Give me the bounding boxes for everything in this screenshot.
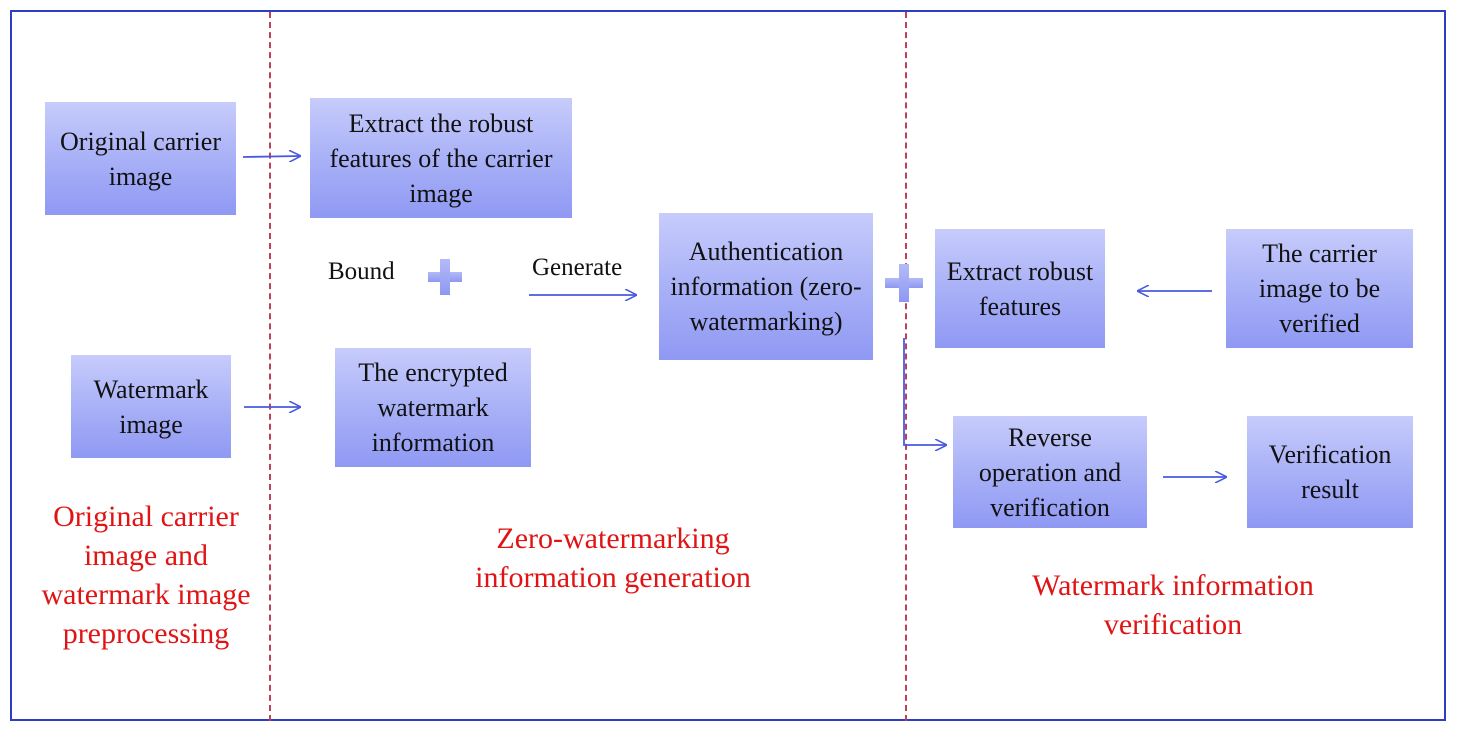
node-label: Extract the robust features of the carri… xyxy=(329,108,553,208)
node-authentication-information: Authentication information (zero-waterma… xyxy=(659,213,873,360)
node-label: Original carrier image xyxy=(60,126,221,191)
node-watermark-image: Watermark image xyxy=(71,355,231,458)
node-label: The carrier image to be verified xyxy=(1258,239,1381,338)
node-encrypted-watermark-information: The encrypted watermark information xyxy=(335,348,531,467)
node-label: Verification result xyxy=(1268,440,1392,504)
node-verification-result: Verification result xyxy=(1247,416,1413,528)
section-label-preprocessing: Original carrier image and watermark ima… xyxy=(41,500,251,650)
plus-icon-bound xyxy=(428,259,462,295)
plus-icon-combine xyxy=(885,264,923,302)
node-extract-robust-features-of-carrier: Extract the robust features of the carri… xyxy=(310,98,572,218)
node-original-carrier-image: Original carrier image xyxy=(45,102,236,215)
node-label: The encrypted watermark information xyxy=(358,358,508,457)
section-divider-right xyxy=(905,12,907,721)
node-label: Authentication information (zero-waterma… xyxy=(670,237,862,336)
section-label-generation: Zero-watermarking information generation xyxy=(475,522,751,594)
section-divider-left xyxy=(269,12,271,721)
arrow-original-to-extract xyxy=(242,156,300,157)
node-label: Reverse operation and verification xyxy=(978,422,1122,522)
node-extract-robust-features: Extract robust features xyxy=(935,229,1105,348)
edge-label-generate: Generate xyxy=(532,254,623,281)
node-reverse-operation-and-verification: Reverse operation and verification xyxy=(953,416,1147,528)
node-label: Extract robust features xyxy=(946,256,1094,321)
node-label: Watermark image xyxy=(93,374,209,439)
edge-label-bound: Bound xyxy=(328,258,395,285)
node-carrier-image-to-be-verified: The carrier image to be verified xyxy=(1226,229,1413,348)
section-label-verification: Watermark information verification xyxy=(1032,569,1314,641)
diagram-frame xyxy=(10,10,1446,721)
arrow-plus-to-reverse xyxy=(903,338,946,445)
